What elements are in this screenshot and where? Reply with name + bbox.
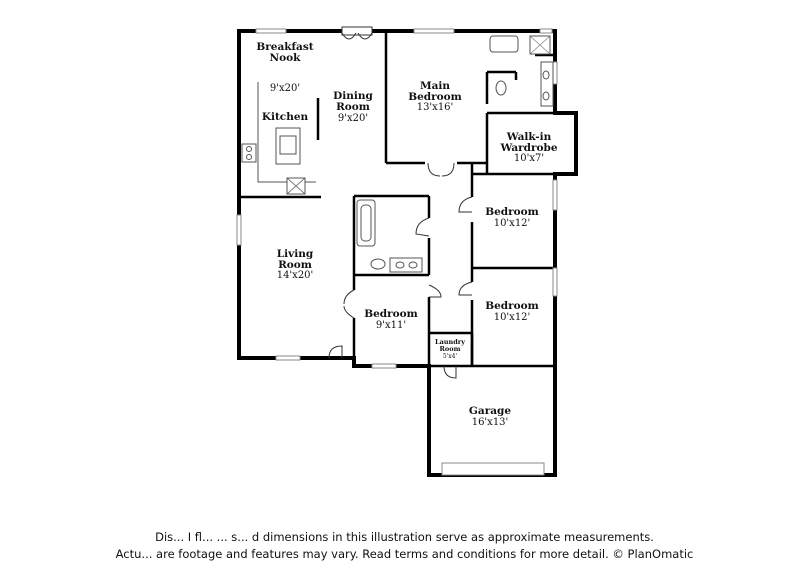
toilet-hall xyxy=(370,258,386,270)
nook-dims: 9'x20' xyxy=(270,83,300,94)
laundry-label-1: Laundry xyxy=(435,338,465,346)
bedroom-lower-label: Bedroom xyxy=(485,300,539,312)
vanity-hall xyxy=(389,257,423,273)
walkin-label-2: Wardrobe xyxy=(499,142,557,154)
garage-door xyxy=(441,462,545,476)
window-nook xyxy=(255,28,287,34)
interior-walls xyxy=(239,31,555,368)
bedroom-center-label: Bedroom xyxy=(364,308,418,320)
dining-dims: 9'x20' xyxy=(338,113,368,124)
bedroom-upper-label: Bedroom xyxy=(485,206,539,218)
window-left-living xyxy=(236,214,242,246)
living-dims: 14'x20' xyxy=(277,270,314,281)
nook-label-2: Nook xyxy=(270,52,302,64)
window-bedroom-upper xyxy=(552,179,558,211)
toilet-main xyxy=(495,80,507,96)
bedroom-center-dims: 9'x11' xyxy=(376,320,406,331)
living-label-2: Room xyxy=(278,259,312,271)
dining-label-1: Dining xyxy=(333,90,373,102)
laundry-dims: 5'x4' xyxy=(443,353,458,360)
walkin-label-1: Walk-in xyxy=(506,131,552,143)
window-living-bottom xyxy=(275,355,301,361)
window-bath-top xyxy=(539,28,553,34)
bathtub-main xyxy=(489,35,519,53)
stove xyxy=(241,143,257,163)
fixtures xyxy=(241,35,554,273)
window-bedroom-lower xyxy=(552,267,558,297)
dining-label-2: Room xyxy=(336,101,370,113)
garage-label: Garage xyxy=(469,405,511,417)
main-bedroom-dims: 13'x16' xyxy=(417,102,454,113)
kitchen-label: Kitchen xyxy=(262,111,309,123)
main-bedroom-label-1: Main xyxy=(420,80,450,92)
window-bedroom-center xyxy=(371,363,397,369)
doors xyxy=(328,26,473,379)
windows xyxy=(236,28,558,476)
living-label-1: Living xyxy=(277,248,314,260)
disclaimer-line-1: Dis... I fl... ... s... d dimensions in … xyxy=(155,530,654,544)
main-bedroom-label-2: Bedroom xyxy=(408,91,462,103)
walkin-dims: 10'x7' xyxy=(514,153,544,164)
disclaimer-line-2: Actu... are footage and features may var… xyxy=(115,547,694,561)
nook-label-1: Breakfast xyxy=(256,41,313,53)
kitchen-sink xyxy=(279,135,297,155)
bedroom-upper-dims: 10'x12' xyxy=(494,218,531,229)
laundry-label-2: Room xyxy=(440,345,461,353)
room-labels: Breakfast Nook 9'x20' Dining Room 9'x20'… xyxy=(256,41,557,428)
bedroom-lower-dims: 10'x12' xyxy=(494,312,531,323)
garage-dims: 16'x13' xyxy=(472,417,509,428)
window-main-bedroom xyxy=(413,28,455,34)
window-bath-right xyxy=(552,61,558,85)
